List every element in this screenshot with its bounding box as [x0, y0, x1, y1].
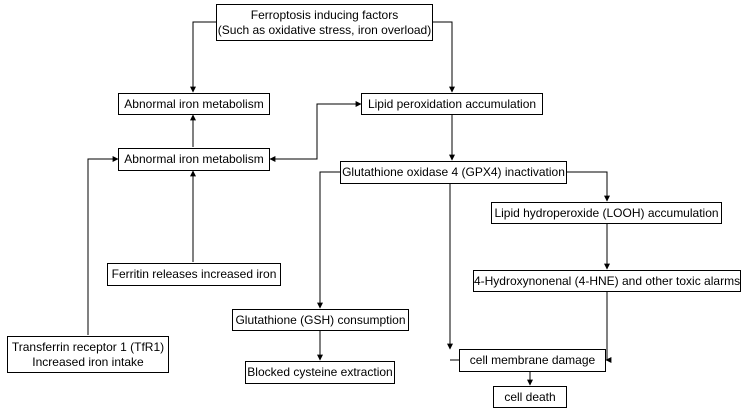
- node-membrane-label: cell membrane damage: [469, 353, 596, 367]
- node-looh-label: Lipid hydroperoxide (LOOH) accumulation: [494, 205, 719, 220]
- node-ferritin-label: Ferritin releases increased iron: [111, 267, 277, 281]
- node-tfr1-line-1: Transferrin receptor 1 (TfR1): [11, 339, 165, 354]
- node-abnormal-iron-top-label: Abnormal iron metabolism: [124, 96, 264, 111]
- node-death-label: cell death: [504, 389, 556, 404]
- node-lipid-peroxidation-label: Lipid peroxidation accumulation: [367, 96, 537, 111]
- edge-lipid-peroxidation-abnormal-iron: [269, 101, 362, 162]
- node-ferroptosis-inducing-factors: Ferroptosis inducing factors (Such as ox…: [216, 4, 433, 41]
- node-cysteine-label: Blocked cysteine extraction: [247, 365, 393, 379]
- edge-hne-to-membrane: [605, 292, 612, 363]
- node-ferritin-releases-iron: Ferritin releases increased iron: [107, 263, 281, 286]
- node-abnormal-iron-middle-label: Abnormal iron metabolism: [124, 152, 264, 166]
- node-cell-death: cell death: [493, 386, 567, 408]
- node-tfr1-line-2: Increased iron intake: [32, 354, 144, 369]
- node-gsh-consumption: Glutathione (GSH) consumption: [232, 309, 409, 331]
- node-gpx4-label: Glutathione oxidase 4 (GPX4) inactivatio…: [342, 165, 565, 179]
- edge-gpx4-to-looh: [567, 171, 610, 202]
- node-abnormal-iron-metabolism-top: Abnormal iron metabolism: [118, 93, 270, 115]
- edge-gpx4-to-gsh: [317, 171, 340, 309]
- node-inducing-line-2: (Such as oxidative stress, iron overload…: [217, 22, 432, 37]
- edge-inducing-to-lipid-peroxidation: [433, 21, 455, 93]
- node-gsh-label: Glutathione (GSH) consumption: [235, 312, 406, 327]
- node-blocked-cysteine-extraction: Blocked cysteine extraction: [245, 361, 395, 384]
- node-transferrin-receptor-tfr1: Transferrin receptor 1 (TfR1) Increased …: [7, 336, 169, 373]
- node-gpx4-inactivation: Glutathione oxidase 4 (GPX4) inactivatio…: [340, 161, 567, 184]
- node-inducing-line-1: Ferroptosis inducing factors: [250, 7, 399, 22]
- node-abnormal-iron-metabolism-middle: Abnormal iron metabolism: [118, 148, 270, 171]
- node-hne-label: 4-Hydroxynonenal (4-HNE) and other toxic…: [473, 273, 741, 288]
- node-looh-accumulation: Lipid hydroperoxide (LOOH) accumulation: [491, 202, 722, 224]
- edge-tfr1-to-abnormal-iron: [87, 156, 119, 335]
- edge-inducing-to-abnormal-iron: [190, 21, 216, 93]
- node-lipid-peroxidation-accumulation: Lipid peroxidation accumulation: [361, 93, 543, 115]
- node-4-hne-toxic-alarms: 4-Hydroxynonenal (4-HNE) and other toxic…: [473, 270, 741, 292]
- node-cell-membrane-damage: cell membrane damage: [459, 349, 606, 372]
